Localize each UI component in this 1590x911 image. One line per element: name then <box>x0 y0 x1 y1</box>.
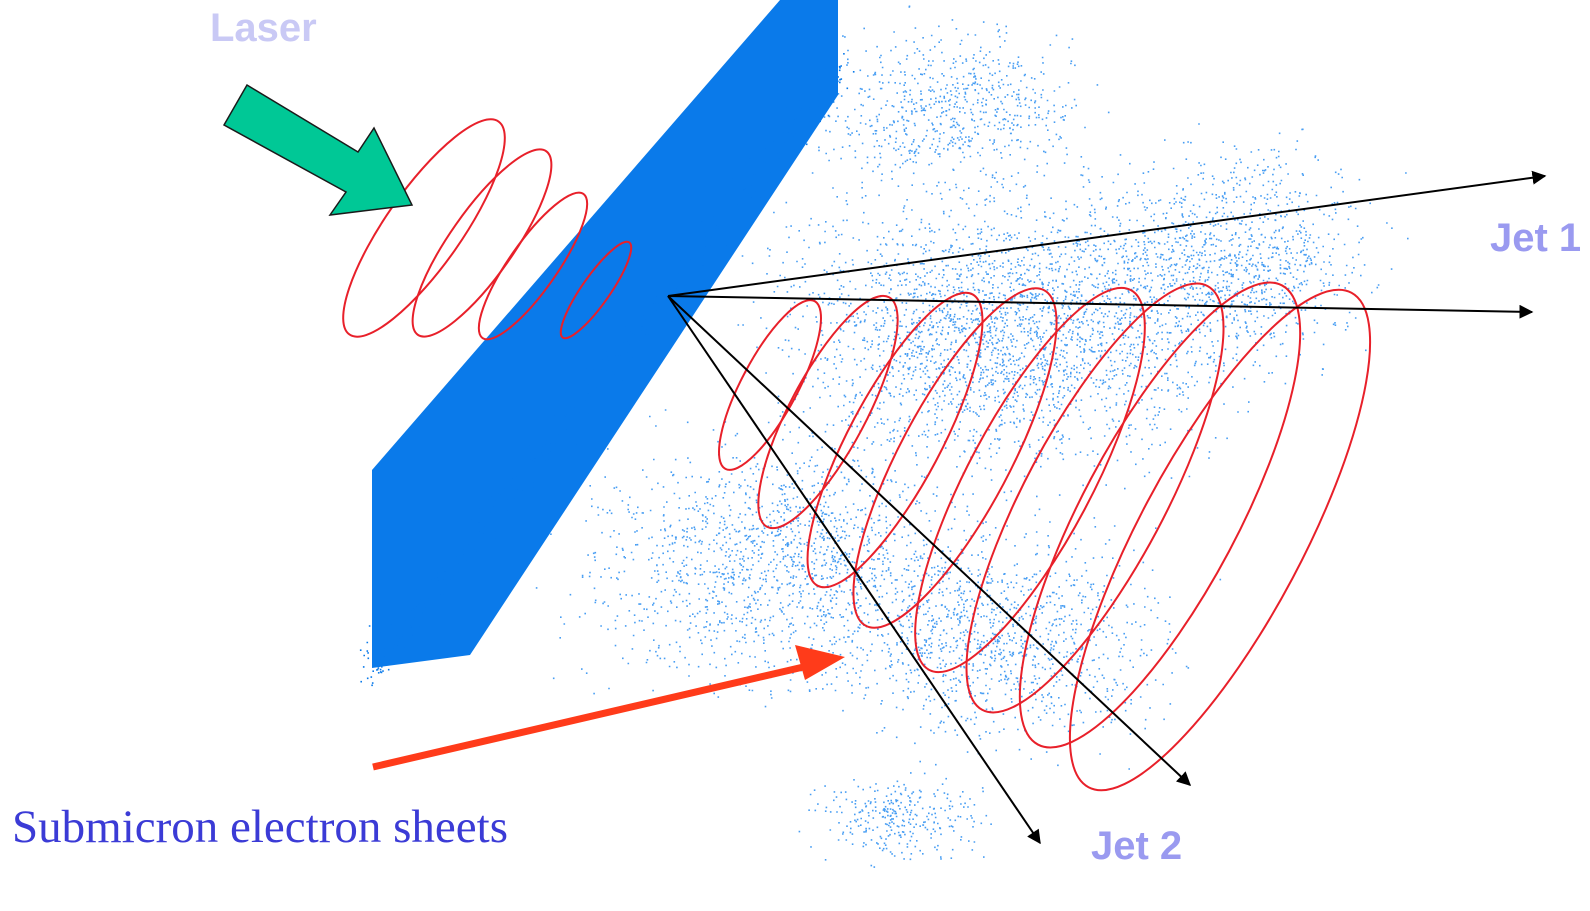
field-ring <box>1018 281 1302 749</box>
field-ring <box>718 299 822 471</box>
electron-sheets-label: Submicron electron sheets <box>12 801 508 853</box>
laser-ring <box>342 118 506 338</box>
field-ring <box>914 286 1146 674</box>
jet2-upper-line <box>667 295 1192 786</box>
jet2-lower-line <box>667 295 1041 845</box>
field-ring <box>965 282 1225 714</box>
jet1-label: Jet 1 <box>1490 216 1582 260</box>
transmitted-field-rings <box>718 281 1372 792</box>
jet1-upper-line <box>667 170 1547 297</box>
field-ring <box>806 291 984 589</box>
jet1-lower-line <box>667 295 1534 319</box>
laser-label: Laser <box>210 6 317 50</box>
foil-edge-particles <box>359 53 855 687</box>
field-ring <box>852 287 1058 629</box>
laser-ring <box>559 240 633 340</box>
field-ring <box>1068 288 1372 792</box>
jet-direction-lines <box>667 170 1547 845</box>
target-foil <box>359 0 855 687</box>
red-pointer-arrow-icon <box>372 645 845 771</box>
laser-ring <box>477 191 589 341</box>
jet2-label: Jet 2 <box>1091 824 1183 868</box>
green-block-arrow-icon <box>222 83 414 216</box>
field-ring <box>757 294 899 530</box>
